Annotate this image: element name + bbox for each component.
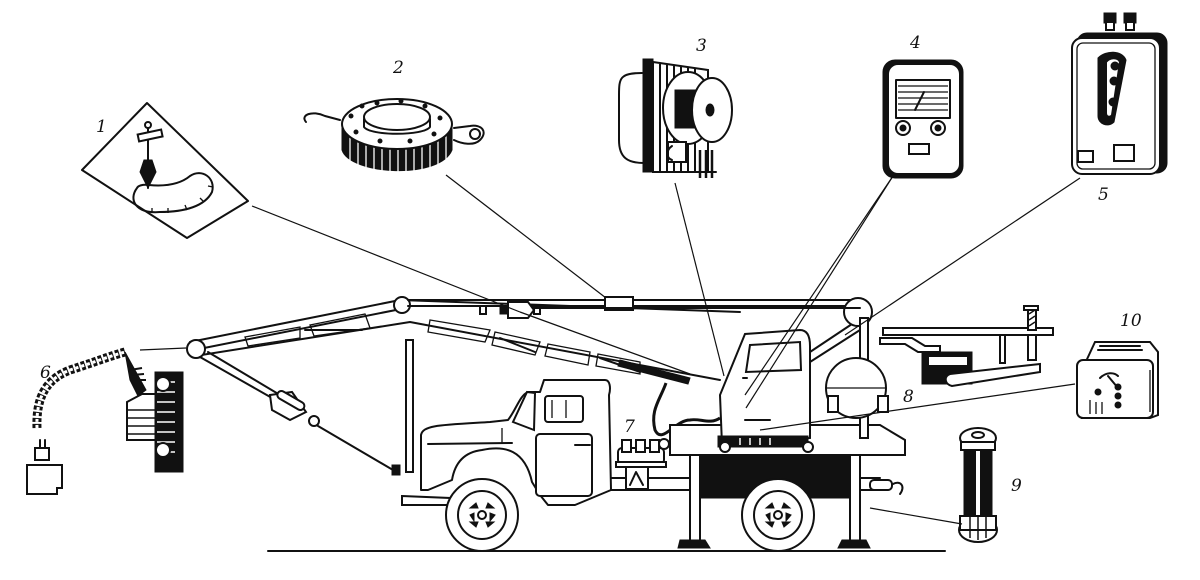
leader-line-5 [844, 177, 1081, 336]
leader-line-2 [445, 174, 607, 299]
callout-label-6: 6 [40, 363, 51, 383]
callout-label-7: 7 [624, 417, 635, 437]
leader-lines [139, 174, 1081, 525]
part-10-relay-box: 10 [1076, 311, 1159, 419]
callout-label-9: 9 [1011, 476, 1022, 496]
callout-label-8: 8 [903, 387, 914, 407]
part-1-boom-angle-indicator: 1 [81, 102, 249, 239]
part-3-roller-limit-switch: 3 [618, 36, 733, 178]
leader-line-9 [869, 507, 963, 525]
part-2-limit-switch: 2 [303, 58, 485, 175]
part-8-travel-limit-switch: 8 [879, 305, 1054, 407]
part-5-control-unit: 5 [1071, 12, 1168, 205]
part-4-indicator-instrument: 4 [882, 33, 964, 179]
callout-label-10: 10 [1120, 311, 1142, 331]
callout-label-2: 2 [392, 58, 404, 78]
crane-superstructure [507, 297, 906, 456]
leader-line-6 [139, 347, 187, 351]
leader-line-8 [759, 383, 1076, 431]
leader-line-1b [519, 311, 691, 375]
leader-line-1 [251, 205, 521, 313]
part-9-sensor-roller: 9 [958, 427, 1022, 543]
part-7-hydraulic-pump: 7 [615, 417, 670, 490]
leader-line-4b [745, 175, 894, 409]
callout-label-5: 5 [1098, 185, 1109, 205]
callout-label-3: 3 [696, 36, 707, 56]
leader-line-4 [744, 175, 894, 396]
part-6-hook-limit-sensor: 6 [26, 347, 184, 495]
callout-label-4: 4 [909, 33, 921, 53]
leader-line-3 [674, 182, 725, 377]
truck-chassis [401, 379, 904, 552]
callout-label-1: 1 [96, 117, 107, 137]
